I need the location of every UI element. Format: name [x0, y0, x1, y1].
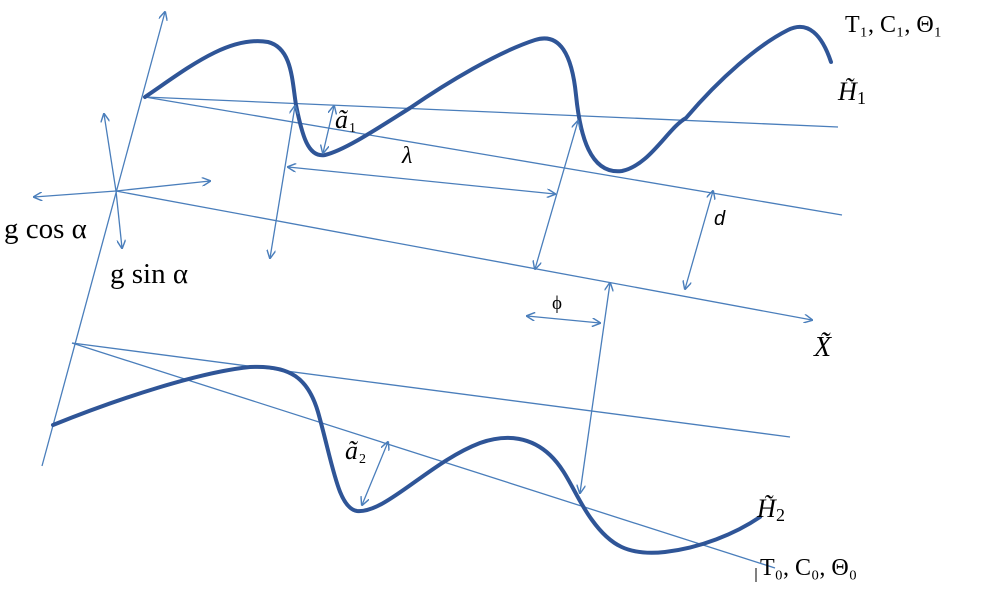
- label-a2: ã 2: [345, 436, 366, 467]
- label-a1-sub: 1: [349, 121, 356, 136]
- x-axis: [115, 190, 812, 320]
- upper-wave-h1: [143, 24, 833, 174]
- upper-thickness-arrow-left: [270, 106, 295, 258]
- lower-wave-h2: [51, 364, 762, 555]
- upper-thickness-arrow-right: [535, 121, 578, 269]
- top-right-params-label: T₁, C₁, Θ₁: [845, 12, 942, 38]
- label-h2-sub: 2: [776, 505, 785, 525]
- a2-amplitude-arrow: [362, 442, 388, 505]
- label-d: d: [714, 208, 726, 230]
- a1-amplitude-arrow: [323, 106, 334, 153]
- label-phi: ϕ: [552, 293, 562, 314]
- label-a1: ã 1: [335, 105, 356, 136]
- label-a2-main: ã: [345, 436, 358, 465]
- d-thickness-arrow: [685, 191, 713, 289]
- tilted-y-axis: [41, 12, 165, 467]
- bottom-right-params-label: T₀, C₀, Θ₀: [760, 555, 857, 581]
- phi-phase-arrow: [527, 316, 600, 323]
- label-h1: H̃ 1: [837, 77, 866, 108]
- label-x-axis: X̃: [813, 332, 832, 363]
- upper-boundary-line: [144, 96, 843, 216]
- lower-surface-line: [71, 342, 791, 438]
- label-g-sin-alpha: g sin α: [110, 258, 188, 290]
- lower-thickness-arrow: [580, 283, 610, 493]
- gravity-up-arrow: [104, 114, 117, 192]
- gravity-left-arrow: [34, 190, 117, 197]
- label-g-cos-alpha: g cos α: [4, 213, 87, 245]
- label-h2: H̃ 2: [756, 494, 785, 525]
- label-h1-main: H̃: [837, 77, 858, 106]
- label-h1-sub: 1: [857, 88, 866, 108]
- label-a2-sub: 2: [359, 452, 366, 467]
- upper-surface-line: [144, 96, 839, 128]
- gravity-right-arrow: [115, 181, 210, 192]
- lower-boundary-line: [71, 342, 776, 569]
- label-lambda: λ: [401, 143, 412, 169]
- label-a1-main: ã: [335, 105, 348, 134]
- label-h2-main: H̃: [756, 494, 777, 523]
- gravity-down-arrow: [115, 190, 122, 248]
- lambda-wavelength-arrow: [288, 167, 555, 194]
